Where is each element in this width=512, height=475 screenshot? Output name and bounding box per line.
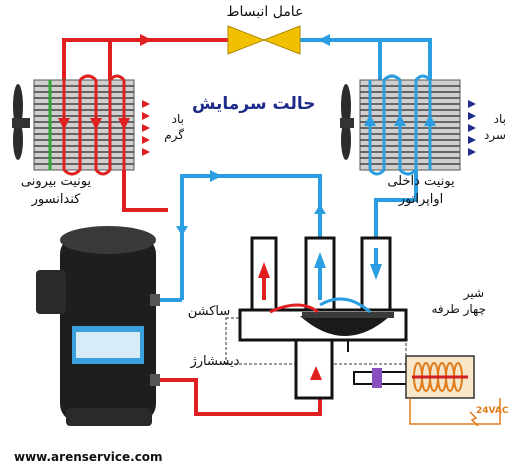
condenser-coil [33, 74, 135, 176]
evaporator-outlet-pipe [374, 170, 418, 240]
evaporator-fan-icon [340, 84, 354, 160]
mode-title: حالت سرمایش [192, 94, 316, 114]
cold-air-arrows [468, 100, 476, 156]
discharge-pipe [150, 378, 322, 416]
evaporator-label-line1: یونیت داخلی [387, 174, 455, 189]
expansion-valve [227, 25, 301, 55]
evaporator-coil [359, 74, 461, 176]
liquid-line-hot [62, 38, 228, 80]
discharge-label: دیسشارژ [190, 354, 240, 369]
four-way-valve-label-line2: چهار طرفه [431, 302, 486, 316]
four-way-valve [225, 236, 411, 400]
voltage-label: 24VAC [476, 406, 509, 416]
hot-air-arrows [142, 100, 150, 156]
solenoid-coil [405, 355, 501, 427]
hot-air-label-line2: گرم [164, 128, 184, 142]
compressor [36, 226, 160, 426]
flow-arrow [140, 34, 152, 46]
cold-air-label-line2: سرد [483, 128, 506, 142]
cold-air-label-line1: باد [493, 112, 506, 126]
condenser-fan-icon [12, 84, 30, 160]
condenser-label-line2: کندانسور [31, 192, 81, 207]
suction-label: ساکشن [187, 304, 231, 319]
discharge-to-condenser-pipe [122, 170, 168, 212]
hot-air-label-line1: باد [171, 112, 184, 126]
condenser-label-line1: یونیت بیرونی [20, 174, 92, 189]
evaporator-label-line2: اواپراتور [398, 192, 444, 207]
liquid-line-cold [300, 38, 432, 80]
four-way-valve-label-line1: شیر [463, 286, 484, 300]
expansion-valve-label: عامل انبساط [226, 4, 304, 20]
flow-arrow [318, 34, 330, 46]
website-url: www.arenservice.com [14, 450, 163, 464]
